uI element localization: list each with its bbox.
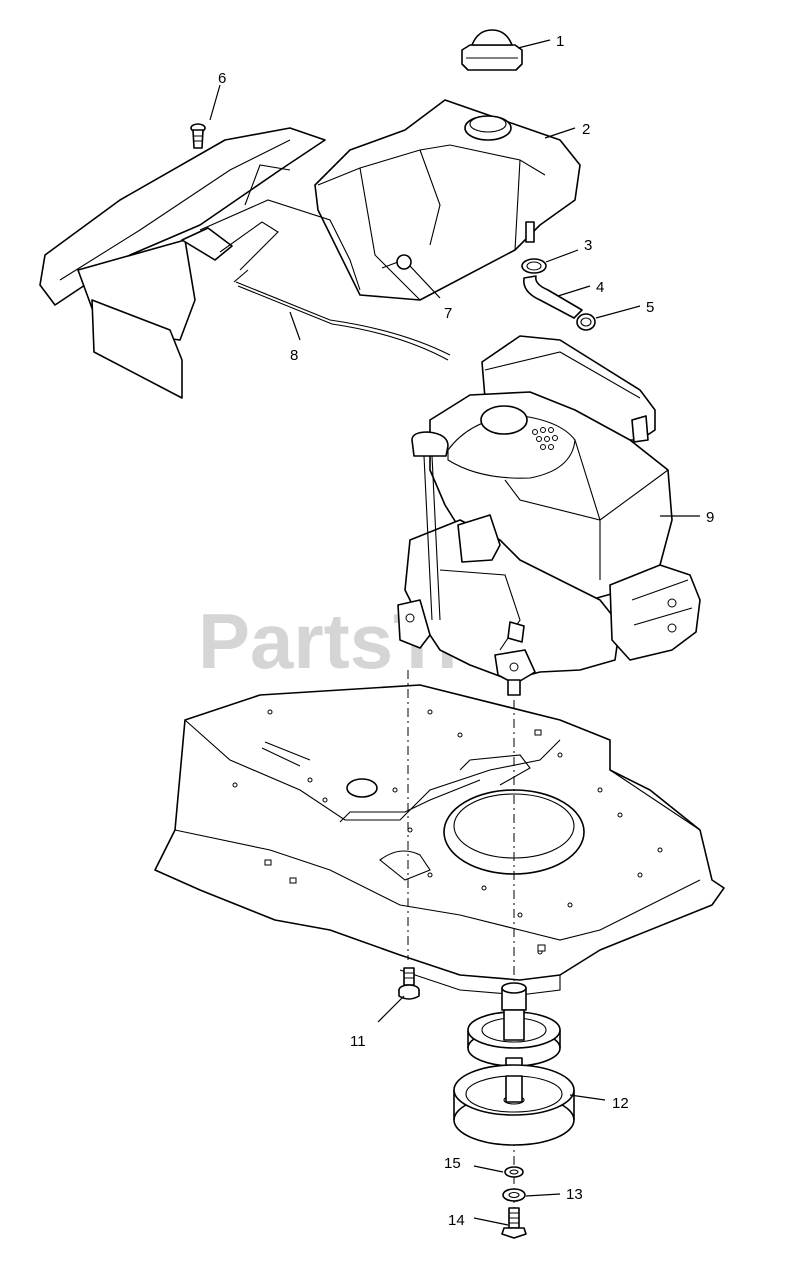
hose-clamp-5-icon[interactable] [576,313,596,331]
callout-8: 8 [290,347,298,364]
fuel-line-4-icon[interactable] [523,275,583,319]
bolt-11-icon[interactable] [398,967,420,1000]
bolt-14-icon[interactable] [501,1207,527,1239]
pulley-12-icon[interactable] [453,982,575,1146]
callout-4: 4 [596,279,604,296]
washer-15-icon[interactable] [504,1166,524,1178]
callout-13: 13 [566,1186,583,1203]
screw-7-icon[interactable] [381,254,412,270]
callout-11: 11 [350,1033,366,1050]
engine-icon[interactable] [397,335,701,696]
callout-6: 6 [218,70,226,87]
callout-9: 9 [706,509,714,526]
fuel-tank-icon[interactable] [314,99,581,301]
throttle-cable-icon[interactable] [235,281,451,356]
callout-3: 3 [584,237,592,254]
callout-15: 15 [444,1155,461,1172]
washer-13-icon[interactable] [502,1188,526,1202]
screw-6-icon[interactable] [190,123,206,149]
callout-1: 1 [556,33,564,50]
chassis-deck-icon[interactable] [154,684,725,996]
control-panel-icon[interactable] [39,127,361,399]
callout-12: 12 [612,1095,629,1112]
callout-14: 14 [448,1212,465,1229]
fuel-cap-icon[interactable] [461,29,523,71]
leader-lines [209,39,700,1226]
callout-2: 2 [582,121,590,138]
hose-clamp-3-icon[interactable] [521,258,547,274]
callout-5: 5 [646,299,654,316]
callout-7: 7 [444,305,452,322]
